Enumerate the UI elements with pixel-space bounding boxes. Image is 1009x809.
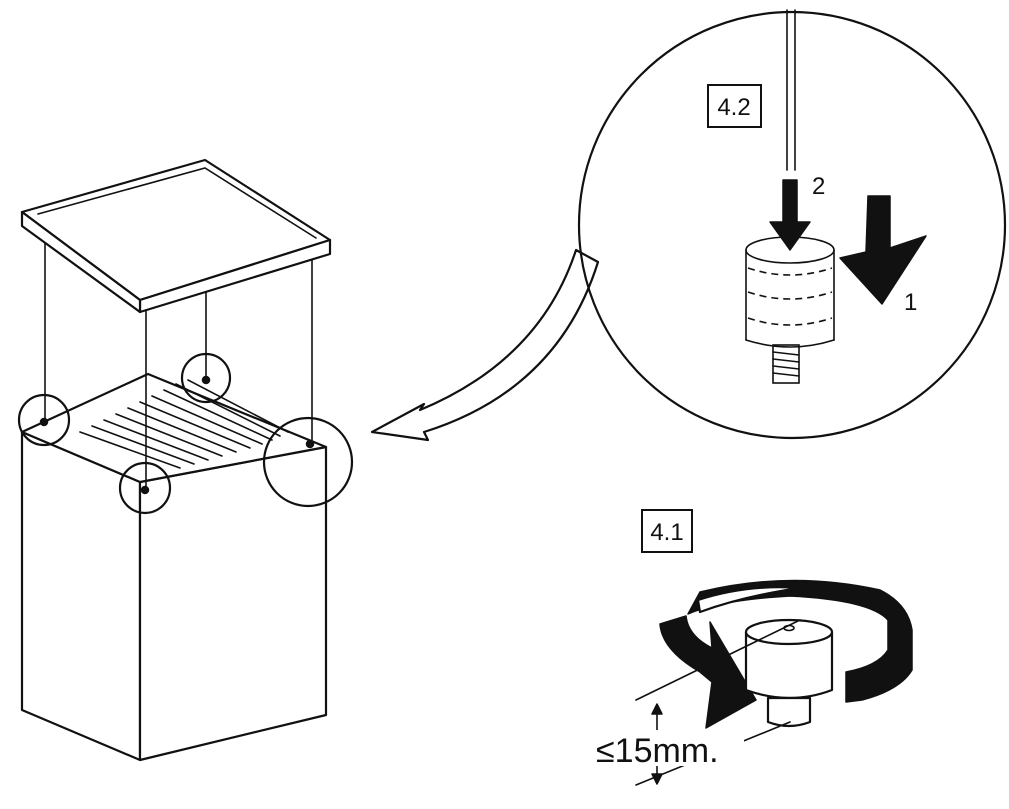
step-4-2-text: 4.2 xyxy=(717,94,750,121)
hood-top-surface-with-filter xyxy=(20,372,328,484)
rotation-arrow xyxy=(659,579,913,729)
anchor-circle-highlight xyxy=(262,416,354,508)
dimension-marker: ≤15mm. xyxy=(594,619,801,786)
hood-chimney-body xyxy=(20,430,328,762)
ceiling-mounting-plate xyxy=(20,158,332,314)
curved-pointer-arrow xyxy=(370,248,600,442)
detail-magnified-view: 4.2 2 1 xyxy=(577,9,1007,440)
dimension-text: ≤15mm. xyxy=(596,732,719,770)
arrow-2-down: 2 xyxy=(769,173,825,251)
anchor-circle-front xyxy=(118,461,172,515)
arrow-1-label: 1 xyxy=(904,289,917,316)
spacer-bushing xyxy=(745,236,835,384)
step-4-2-label: 4.2 xyxy=(707,84,762,128)
step-4-1-text: 4.1 xyxy=(650,519,683,546)
arrow-2-label: 2 xyxy=(812,173,825,200)
arrow-1-down: 1 xyxy=(839,195,927,316)
anchor-circle-front-left xyxy=(17,393,71,447)
anchor-points xyxy=(17,352,354,515)
anchor-circle-back xyxy=(180,352,232,404)
spacer-bushing-bottom xyxy=(744,618,834,728)
suspension-cables xyxy=(44,219,313,489)
step-4-1-label: 4.1 xyxy=(641,509,693,553)
